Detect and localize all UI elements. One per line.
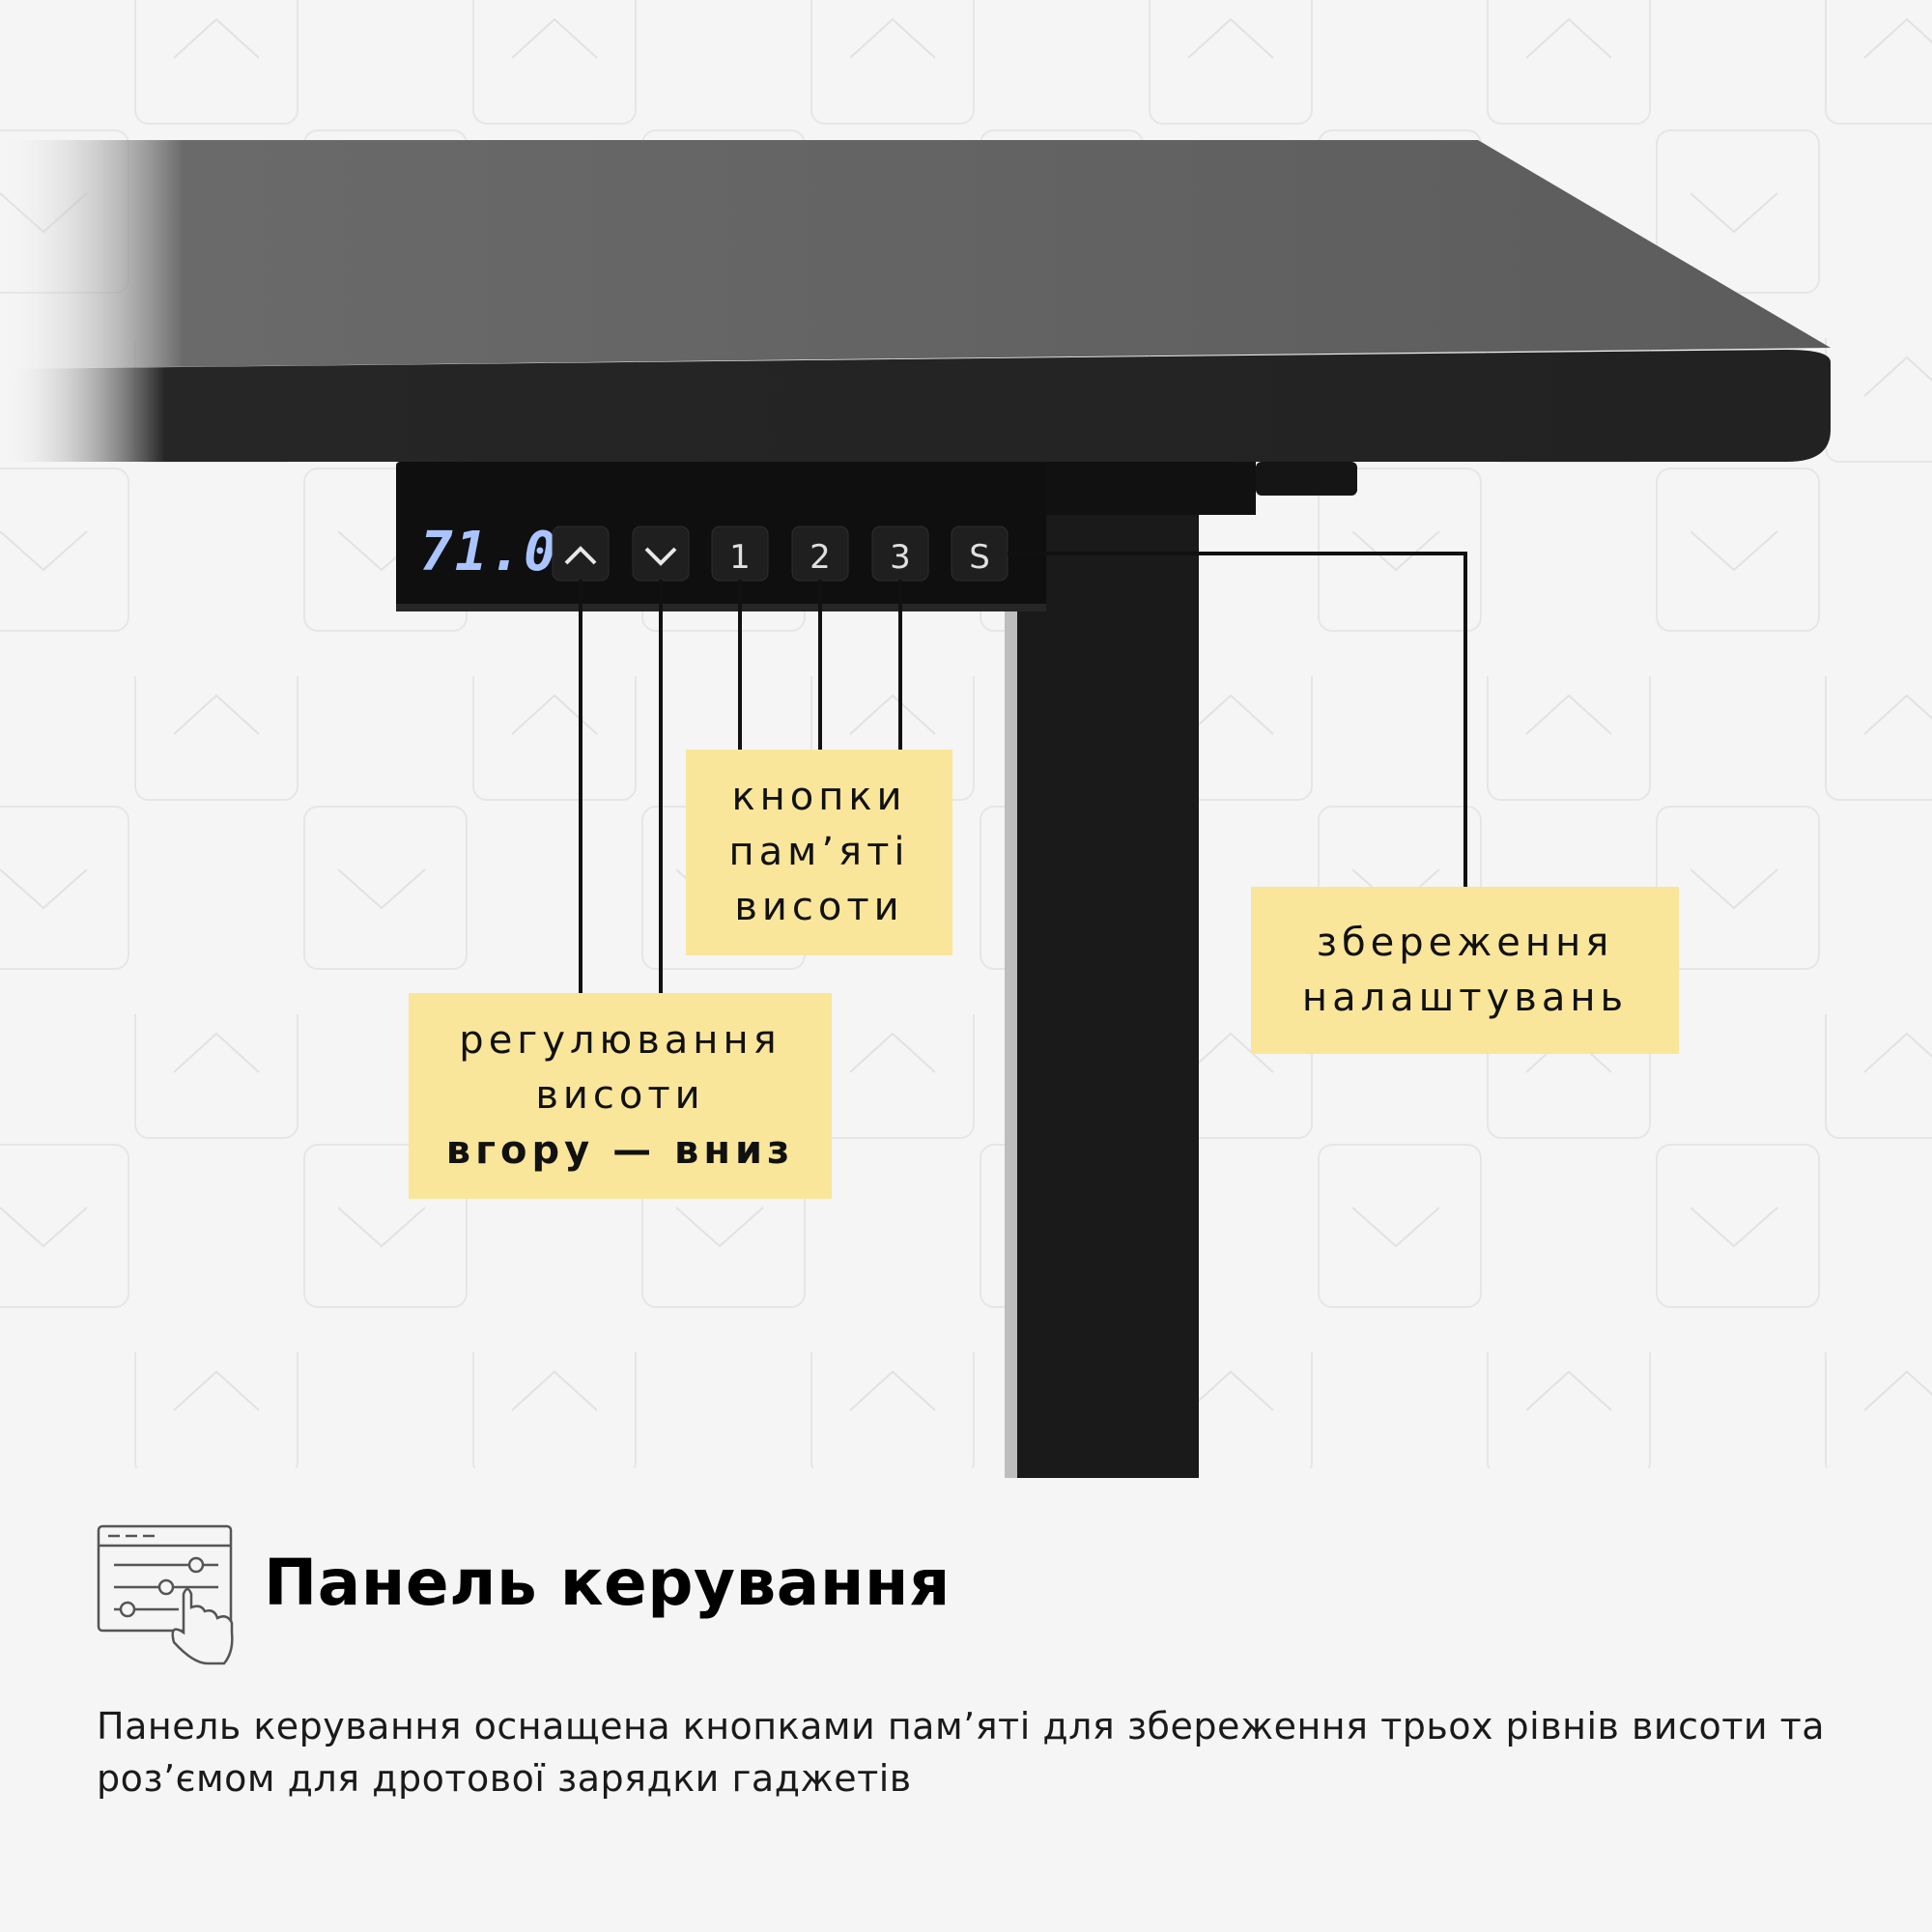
label-height-line-3: вгору — вниз: [445, 1128, 795, 1173]
label-height-adjust: регулювання висоти вгору — вниз: [409, 993, 832, 1199]
button-up[interactable]: [552, 526, 610, 582]
leg-bracket: [1043, 462, 1256, 515]
label-save-line-1: збереження: [1316, 920, 1614, 965]
chevron-up-icon: [564, 546, 597, 565]
desk-edge: [0, 350, 1831, 462]
section-title: Панель керування: [264, 1546, 951, 1620]
save-label: S: [969, 538, 990, 577]
button-memory-1[interactable]: 1: [711, 526, 769, 582]
label-memory-line-3: висоти: [734, 885, 904, 929]
height-display: 71.0: [420, 521, 558, 583]
button-memory-3[interactable]: 3: [871, 526, 929, 582]
button-memory-2[interactable]: 2: [791, 526, 849, 582]
button-save[interactable]: S: [951, 526, 1009, 582]
label-save-settings: збереження налаштувань: [1251, 887, 1679, 1054]
control-panel-sliders-hand-icon: [97, 1524, 234, 1665]
desk-top: [0, 140, 1831, 369]
button-down[interactable]: [632, 526, 690, 582]
chevron-down-icon: [644, 547, 677, 566]
label-memory-buttons: кнопки пам’яті висоти: [686, 750, 952, 955]
leader-lines: [579, 552, 1467, 993]
label-memory-line-2: пам’яті: [728, 830, 910, 874]
memory-1-label: 1: [729, 538, 751, 577]
label-height-line-2: висоти: [535, 1073, 705, 1118]
label-height-line-1: регулювання: [459, 1018, 781, 1063]
memory-2-label: 2: [810, 538, 831, 577]
section-description: Панель керування оснащена кнопками пам’я…: [97, 1705, 1826, 1800]
label-memory-line-1: кнопки: [731, 775, 907, 819]
right-bracket: [1256, 462, 1357, 496]
label-save-line-2: налаштувань: [1301, 975, 1629, 1020]
desk-leg: [1017, 515, 1199, 1478]
desk-leg-shadow: [1005, 604, 1019, 1478]
memory-3-label: 3: [890, 538, 911, 577]
